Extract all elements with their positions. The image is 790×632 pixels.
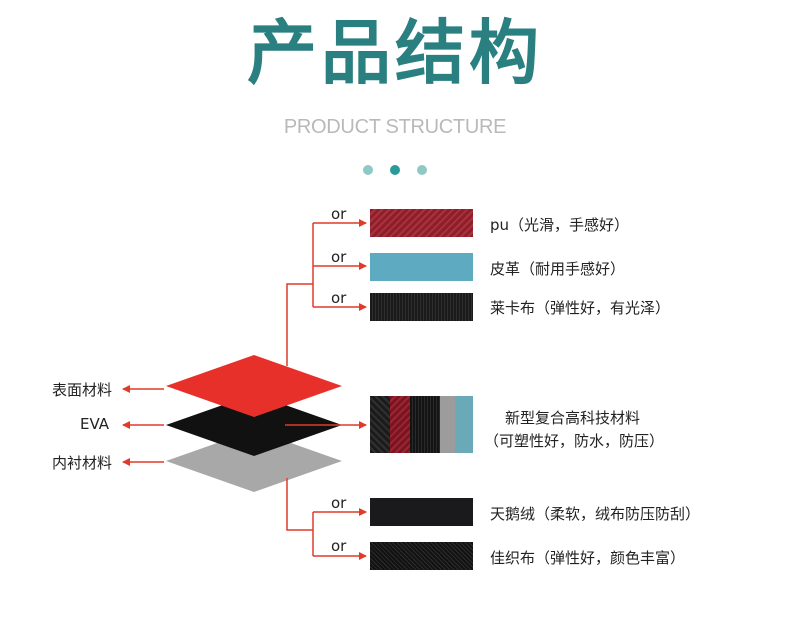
material-label-composite: 新型复合高科技材料 [505, 409, 641, 427]
connector-top-trunk [286, 283, 313, 366]
dot-icon [417, 165, 428, 175]
surface-layer [166, 355, 342, 417]
material-label-pu: pu（光滑，手感好） [490, 216, 630, 234]
page-title: 产品结构 [247, 12, 543, 94]
or-label: or [331, 537, 347, 555]
lining-layer [166, 430, 342, 492]
leather-swatch [370, 253, 473, 281]
material-label-velvet: 天鹅绒（柔软，绒布防压防刮） [490, 505, 701, 523]
page-subtitle: PRODUCT STRUCTURE [283, 116, 507, 138]
or-label: or [331, 494, 347, 512]
dot-icon [362, 165, 373, 175]
decorative-dots [0, 160, 790, 179]
pu-swatch [370, 209, 473, 237]
woven-swatch [370, 542, 473, 570]
layer-label-lining: 内衬材料 [52, 454, 113, 472]
eva-layer [166, 394, 342, 456]
material-label-leather: 皮革（耐用手感好） [490, 260, 626, 278]
composite-strip [410, 396, 440, 453]
material-label-lycra: 莱卡布（弹性好，有光泽） [490, 299, 671, 317]
material-label-composite-desc: （可塑性好，防水，防压） [484, 432, 665, 450]
material-label-woven: 佳织布（弹性好，颜色丰富） [490, 549, 686, 567]
velvet-swatch [370, 498, 473, 526]
composite-strip [370, 396, 390, 453]
composite-strip [455, 396, 473, 453]
or-label: or [331, 289, 347, 307]
composite-material-swatch [370, 396, 473, 453]
or-label: or [331, 248, 347, 266]
composite-strip [390, 396, 410, 453]
or-label: or [331, 205, 347, 223]
dot-icon [390, 165, 400, 175]
lycra-swatch [370, 293, 473, 321]
layer-label-surface: 表面材料 [52, 381, 113, 399]
layer-label-eva: EVA [80, 415, 110, 433]
composite-strip [440, 396, 455, 453]
connector-bottom-trunk [286, 478, 313, 531]
